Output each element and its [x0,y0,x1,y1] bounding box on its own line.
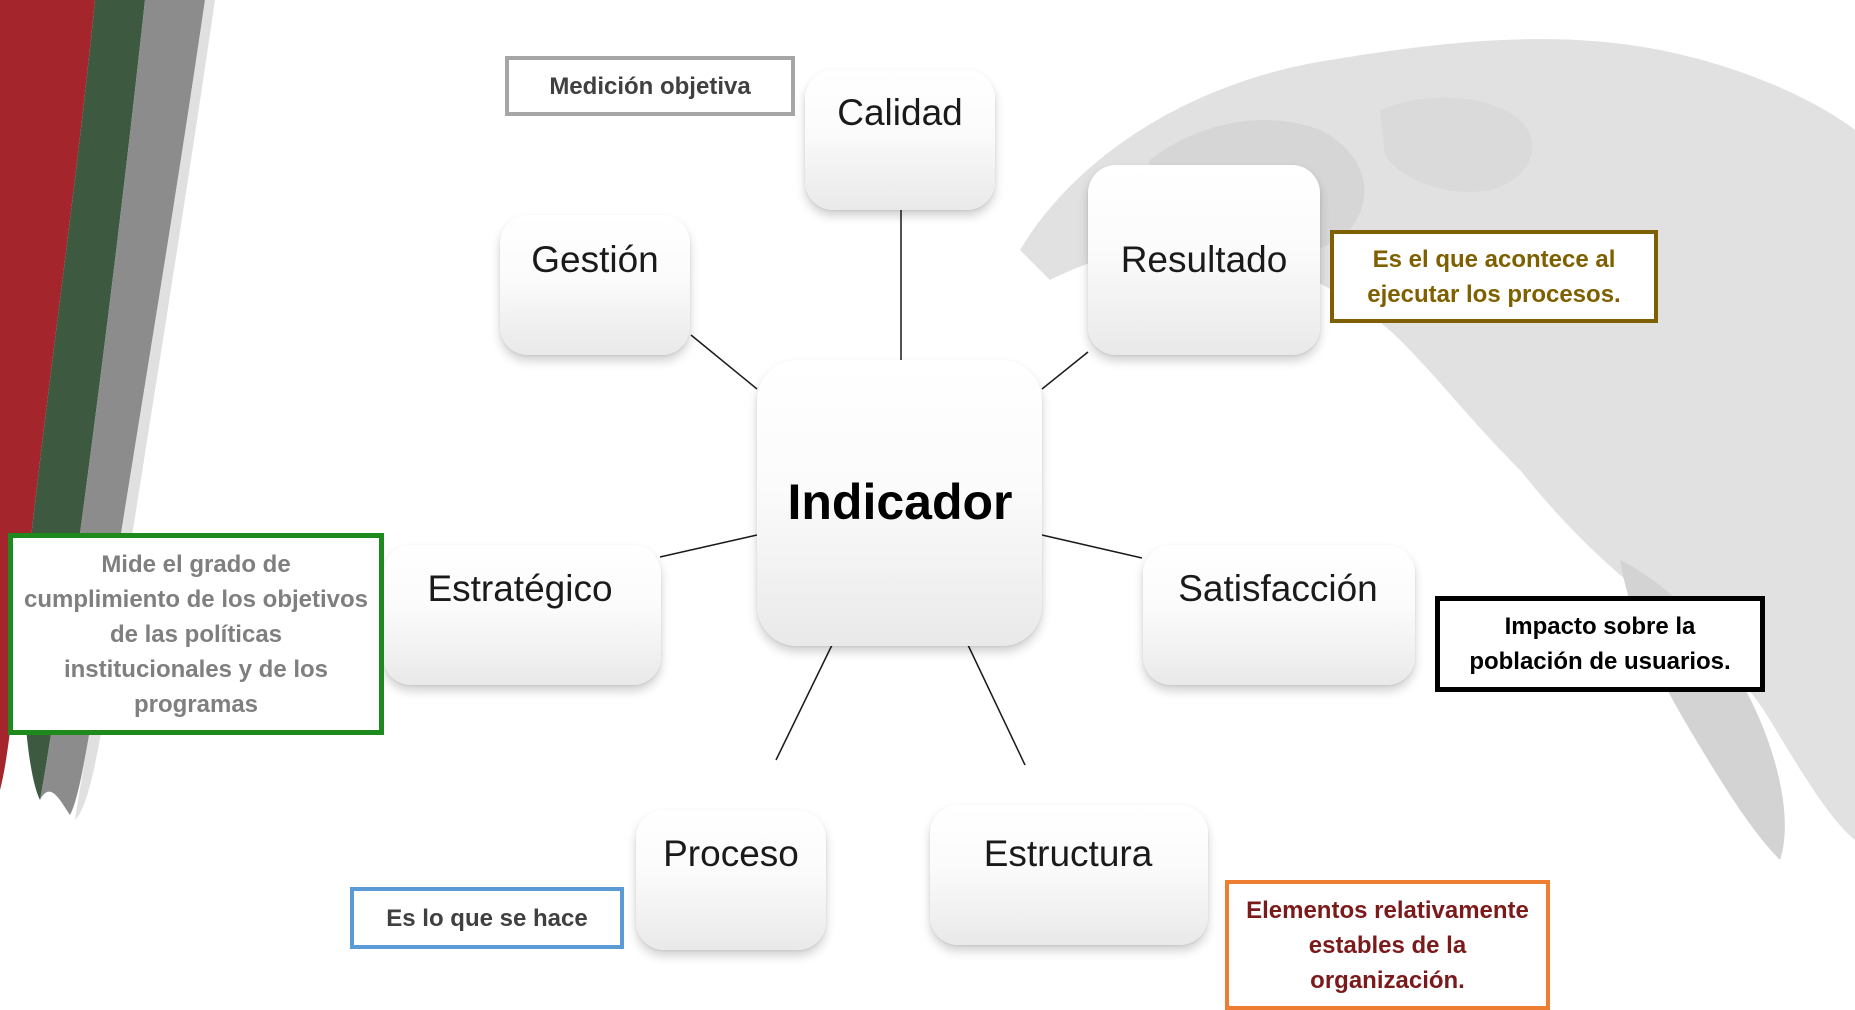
node-estrategico [383,545,661,685]
note-estructura: Elementos relativamente estables de la o… [1225,880,1550,1010]
connector-gestion [690,334,758,390]
node-calidad-label: Calidad [837,92,963,133]
node-estrategico-label: Estratégico [427,568,613,609]
node-resultado [1088,165,1320,355]
node-gestion [500,215,690,355]
node-gestion-label: Gestión [531,239,659,280]
note-estrategico: Mide el grado de cumplimiento de los obj… [8,533,384,735]
center-indicador-label: Indicador [787,474,1013,530]
node-resultado-label: Resultado [1120,239,1288,280]
connector-satisfaccion [1041,534,1143,559]
note-resultado: Es el que acontece al ejecutar los proce… [1330,230,1658,323]
node-estructura [930,805,1208,945]
node-estructura-label: Estructura [983,833,1153,874]
connector-resultado [1041,351,1089,390]
node-proceso-label: Proceso [663,833,799,874]
node-satisfaccion-label: Satisfacción [1178,568,1378,609]
connector-estructura [967,644,1026,766]
note-medicion-objetiva: Medición objetiva [505,56,795,116]
connector-proceso [775,644,833,761]
note-proceso: Es lo que se hace [350,887,624,949]
node-indicador [757,360,1042,646]
node-proceso [636,810,826,950]
note-satisfaccion: Impacto sobre la población de usuarios. [1435,596,1765,692]
node-satisfaccion [1143,545,1415,685]
node-calidad [805,70,995,210]
connector-estrategico [659,534,758,558]
